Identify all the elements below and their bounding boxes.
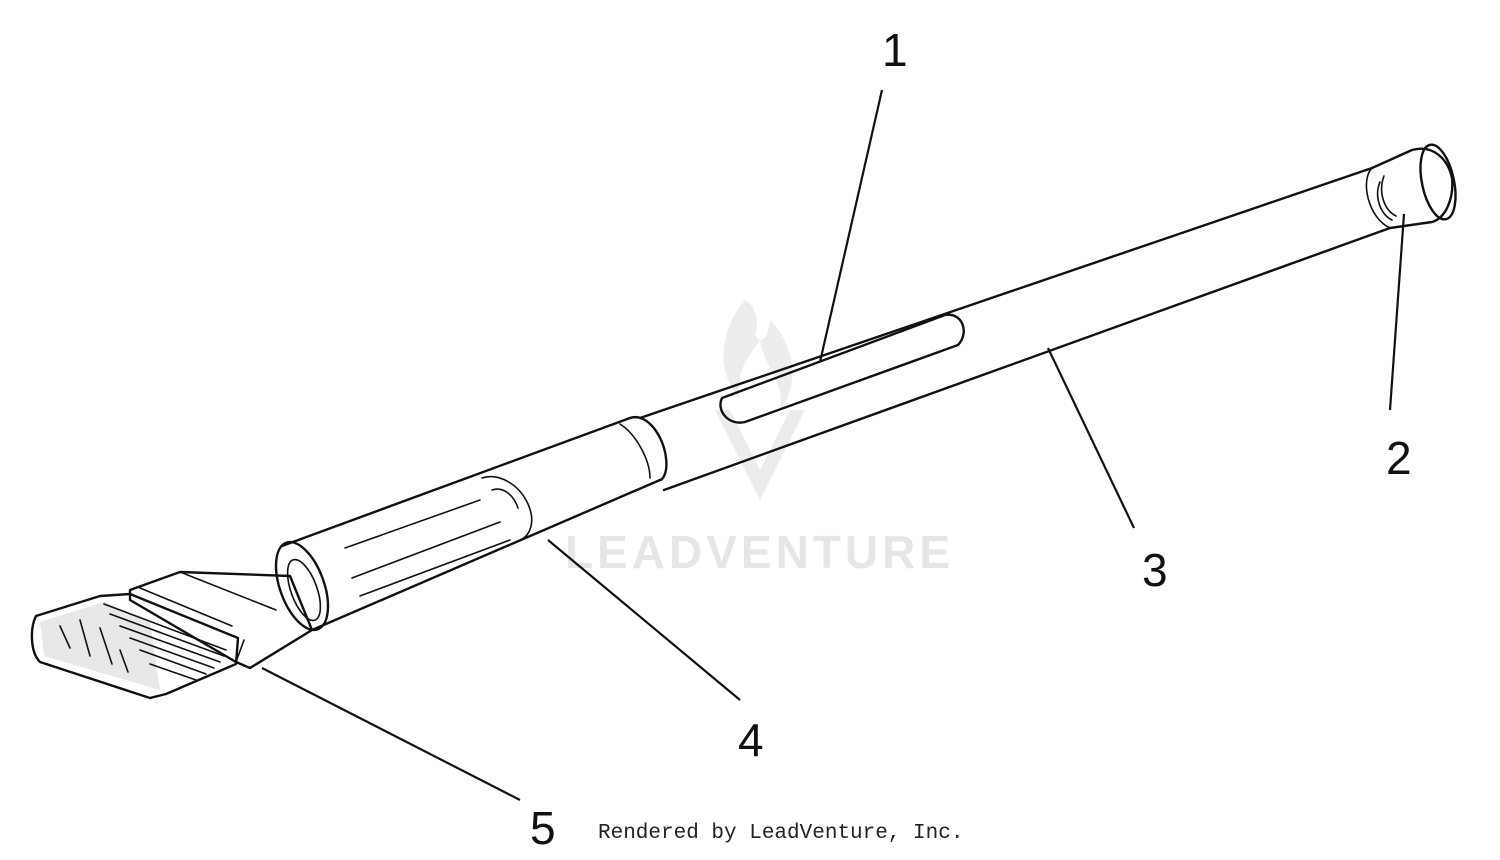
callout-2: 2 xyxy=(1386,432,1412,484)
tube-label xyxy=(719,313,965,424)
leader-2 xyxy=(1388,213,1406,411)
bristle-strokes xyxy=(59,603,227,681)
callout-5: 5 xyxy=(530,802,556,854)
leader-3 xyxy=(1047,347,1135,529)
flame-logo-watermark xyxy=(715,300,805,500)
callout-4: 4 xyxy=(738,714,764,766)
callout-numbers: 1 2 3 4 5 xyxy=(530,24,1412,854)
leader-5 xyxy=(261,667,521,801)
watermark: LEADVENTURE xyxy=(565,300,954,578)
credit-line: Rendered by LeadVenture, Inc. xyxy=(598,822,963,845)
brush-head xyxy=(30,570,314,700)
leader-1 xyxy=(818,89,884,363)
watermark-text: LEADVENTURE xyxy=(565,526,954,578)
leader-lines xyxy=(261,89,1406,801)
callout-1: 1 xyxy=(882,24,908,76)
leader-4 xyxy=(547,539,741,701)
handle-tube xyxy=(638,166,1392,492)
grip-sleeve xyxy=(274,415,668,632)
callout-3: 3 xyxy=(1142,544,1168,596)
end-cap xyxy=(1370,143,1457,230)
